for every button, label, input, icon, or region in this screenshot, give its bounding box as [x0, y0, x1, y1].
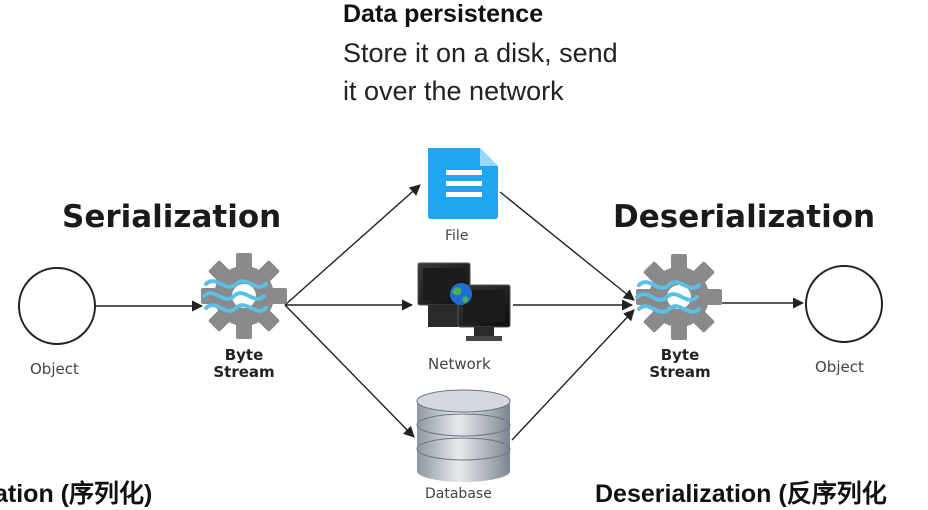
object-circle-left — [18, 267, 96, 345]
gear-icon — [635, 254, 722, 340]
network-computers-icon — [417, 262, 511, 341]
arrow-byte-to-file — [284, 184, 421, 306]
object-circle-right — [805, 265, 883, 343]
label-stream: Stream — [213, 363, 275, 381]
label-database: Database — [425, 486, 492, 502]
gear-icon — [201, 253, 287, 339]
arrow-file-to-byte-right — [499, 191, 635, 301]
file-icon — [428, 148, 498, 219]
note-line-1: Store it on a disk, send — [343, 38, 618, 68]
heading-deserialization: Deserialization — [613, 199, 876, 235]
label-network: Network — [428, 355, 491, 373]
label-byte: Byte — [224, 346, 264, 364]
note-line-2: it over the network — [343, 76, 564, 106]
globe-icon — [450, 283, 472, 305]
wave-icon — [202, 279, 268, 313]
label-file: File — [445, 228, 469, 244]
label-byte: Byte — [660, 346, 700, 364]
database-icon — [416, 389, 511, 482]
label-object-left: Object — [30, 360, 79, 378]
note-title: Data persistence — [343, 0, 544, 28]
arrow-database-to-byte-right — [511, 309, 635, 441]
label-byte-stream-right: Byte Stream — [642, 347, 718, 381]
label-stream: Stream — [649, 363, 711, 381]
heading-serialization: Serialization — [62, 199, 282, 235]
connectors — [95, 184, 805, 441]
caption-serialization-cn: ation (序列化) — [0, 480, 153, 508]
arrow-byte-to-database — [284, 304, 415, 438]
wave-icon — [635, 280, 701, 314]
label-object-right: Object — [815, 358, 864, 376]
caption-deserialization-cn: Deserialization (反序列化 — [595, 480, 887, 508]
label-byte-stream-left: Byte Stream — [206, 347, 282, 381]
